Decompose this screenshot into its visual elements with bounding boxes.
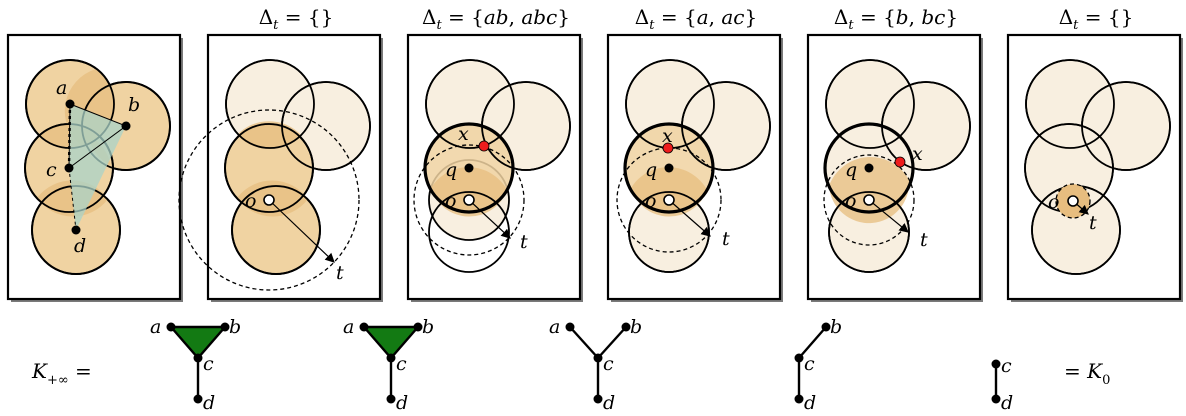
panel-title-4: Δt = {a, ac} [635, 5, 757, 33]
complex-graph-3: a b c d [549, 316, 642, 414]
label-a: a [549, 316, 560, 338]
label-c: c [203, 353, 214, 375]
label-c: c [804, 353, 815, 375]
panel-title-3: Δt = {ab, abc} [422, 5, 570, 33]
label-d: d [74, 235, 86, 257]
label-q: q [445, 159, 457, 181]
label-d: d [396, 392, 408, 414]
label-c: c [396, 353, 407, 375]
label-q: q [845, 159, 857, 181]
panel-1: a b c d [6, 33, 183, 302]
label-d: d [1001, 392, 1013, 414]
label-b: b [630, 316, 642, 338]
label-o: o [645, 190, 656, 212]
k-infinity-label: K+∞ = [31, 359, 92, 388]
label-d: d [804, 392, 816, 414]
k-zero-label: = K0 [1064, 359, 1110, 388]
label-t: t [336, 262, 344, 284]
label-t: t [1089, 212, 1097, 234]
panel-3: x q o t [406, 33, 583, 302]
label-c: c [1001, 355, 1012, 377]
label-x: x [458, 123, 469, 145]
panel-4: x q o t [606, 33, 783, 302]
label-t: t [722, 228, 730, 250]
label-d: d [603, 392, 615, 414]
label-o: o [845, 190, 856, 212]
panel-title-2: Δt = {} [259, 5, 334, 33]
label-d: d [203, 392, 215, 414]
label-o: o [445, 190, 456, 212]
label-x: x [912, 143, 923, 165]
label-b: b [422, 316, 434, 338]
panel-title-5: Δt = {b, bc} [834, 5, 958, 33]
label-b: b [128, 94, 140, 116]
panel-5: x q o t [806, 33, 983, 302]
label-b: b [830, 316, 842, 338]
panel-6: o t [1006, 33, 1183, 302]
bottom-row: K+∞ = a b c d a b c d [31, 316, 1110, 414]
label-t: t [520, 231, 528, 253]
label-b: b [229, 316, 241, 338]
label-t: t [920, 229, 928, 251]
panel-title-6: Δt = {} [1059, 5, 1134, 33]
label-q: q [645, 159, 657, 181]
panel-titles: Δt = {} Δt = {ab, abc} Δt = {a, ac} Δt =… [259, 5, 1134, 33]
label-a: a [56, 77, 67, 99]
label-o: o [245, 190, 256, 212]
label-a: a [150, 316, 161, 338]
complex-graph-5: c d [991, 355, 1013, 414]
complex-graph-4: b c d [794, 316, 842, 414]
label-c: c [603, 353, 614, 375]
label-c: c [46, 159, 57, 181]
label-a: a [343, 316, 354, 338]
complex-graph-2: a b c d [343, 316, 434, 414]
complex-graph-1: a b c d [150, 316, 241, 414]
label-o: o [1048, 191, 1059, 213]
panel-2: o t [178, 33, 383, 302]
label-x: x [662, 125, 673, 147]
